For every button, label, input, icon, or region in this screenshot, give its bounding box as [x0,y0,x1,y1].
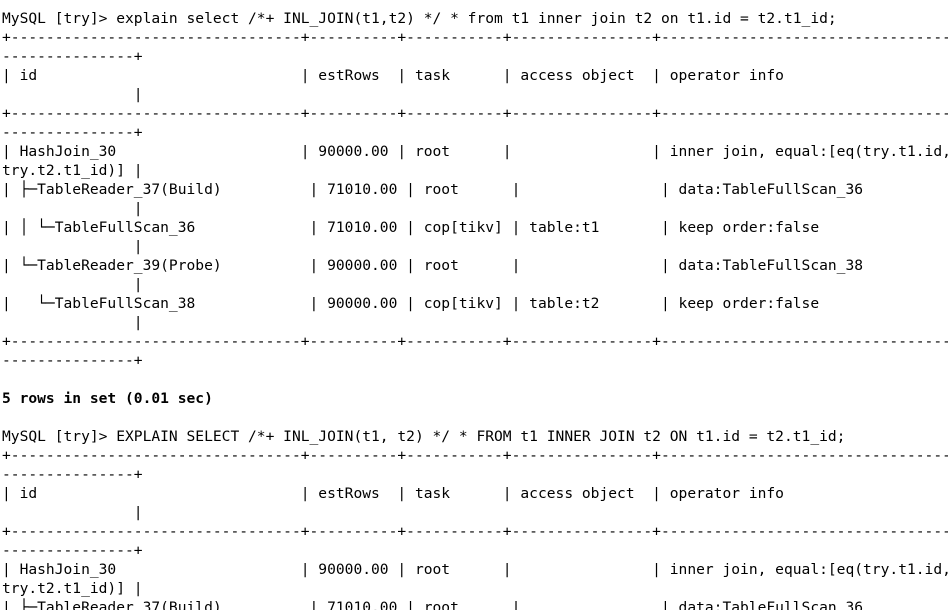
terminal-line: | [2,200,143,217]
terminal-line: +---------------------------------+-----… [2,105,948,122]
terminal-line: +---------------------------------+-----… [2,447,948,464]
terminal-line: MySQL [try]> explain select /*+ INL_JOIN… [2,10,837,27]
terminal-line: +---------------------------------+-----… [2,523,948,540]
terminal-line: | HashJoin_30 | 90000.00 | root | | inne… [2,561,948,578]
terminal-line: +---------------------------------+-----… [2,29,948,46]
terminal-line: | [2,276,143,293]
terminal-line: | ├─TableReader_37(Build) | 71010.00 | r… [2,599,864,610]
terminal-line: ---------------+ [2,542,143,559]
terminal-line: MySQL [try]> EXPLAIN SELECT /*+ INL_JOIN… [2,428,846,445]
terminal-line: | [2,504,143,521]
terminal-line: | ├─TableReader_37(Build) | 71010.00 | r… [2,181,864,198]
terminal-line: | [2,314,143,331]
terminal-line: try.t2.t1_id)] | [2,580,143,597]
terminal-line: ---------------+ [2,124,143,141]
terminal-line: | [2,238,143,255]
terminal-line: | [2,86,143,103]
terminal-line: try.t2.t1_id)] | [2,162,143,179]
terminal-line: | id | estRows | task | access object | … [2,485,784,502]
terminal-line: 5 rows in set (0.01 sec) [2,390,213,407]
terminal-line: ---------------+ [2,466,143,483]
terminal-line: ---------------+ [2,352,143,369]
terminal-line: | └─TableFullScan_38 | 90000.00 | cop[ti… [2,295,820,312]
terminal-line: ---------------+ [2,48,143,65]
terminal-line: +---------------------------------+-----… [2,333,948,350]
terminal-line: | HashJoin_30 | 90000.00 | root | | inne… [2,143,948,160]
terminal-line: | └─TableReader_39(Probe) | 90000.00 | r… [2,257,864,274]
terminal-line: | │ └─TableFullScan_36 | 71010.00 | cop[… [2,219,820,236]
terminal-line: | id | estRows | task | access object | … [2,67,784,84]
